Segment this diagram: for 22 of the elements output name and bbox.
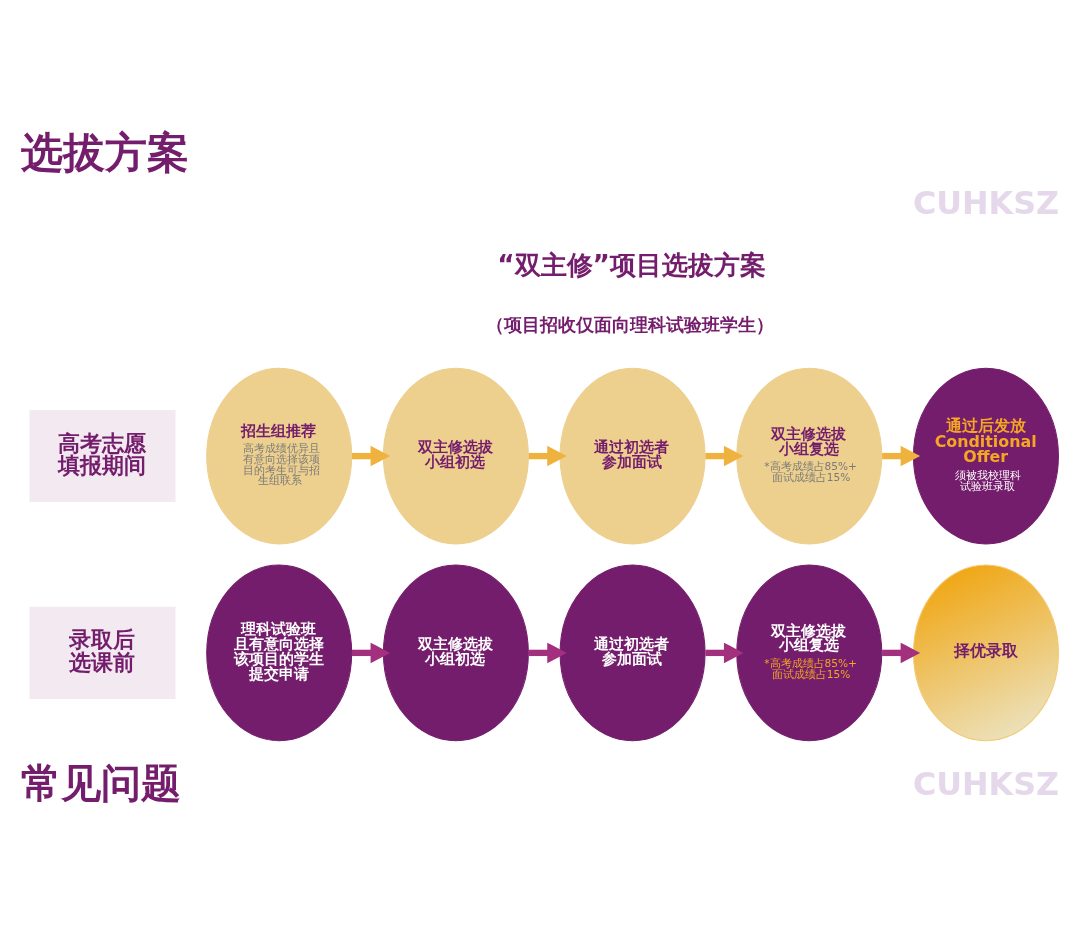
node-ellipse: 通过初选者参加面试	[559, 564, 706, 742]
node-ellipse: 双主修选拔小组初选	[382, 564, 529, 742]
label: 常见问题	[21, 760, 182, 807]
node-ellipse: 通过初选者参加面试	[559, 367, 706, 545]
arrow	[882, 445, 921, 467]
node-ellipse: 双主修选拔小组复选 *高考成绩占85%+面试成绩占15%	[736, 564, 883, 742]
node-ellipse: 择优录取	[912, 564, 1059, 742]
node-ellipse: 招生组推荐 高考成绩优异且有意向选择该项目的考生可与招生组联系	[206, 367, 353, 545]
label: （项目招收仅面向理科试验班学生）	[486, 314, 775, 336]
node-ellipse: 通过后发放 Conditional Offer 须被我校理科试验班录取	[912, 367, 1059, 545]
node-ellipse: 双主修选拔小组复选 *高考成绩占85%+面试成绩占15%	[736, 367, 883, 545]
label: “双主修”项目选拔方案	[497, 249, 766, 281]
arrow	[352, 642, 391, 664]
diagram-title: 选拔方案	[21, 128, 190, 178]
arrow	[705, 642, 744, 664]
arrow	[882, 642, 921, 664]
arrow	[352, 445, 391, 467]
arrow	[528, 445, 567, 467]
node-ellipse: 双主修选拔小组初选	[382, 367, 529, 545]
arrow	[705, 445, 744, 467]
node-ellipse: 理科试验班且有意向选择该项目的学生提交申请	[206, 564, 353, 742]
arrow	[528, 642, 567, 664]
